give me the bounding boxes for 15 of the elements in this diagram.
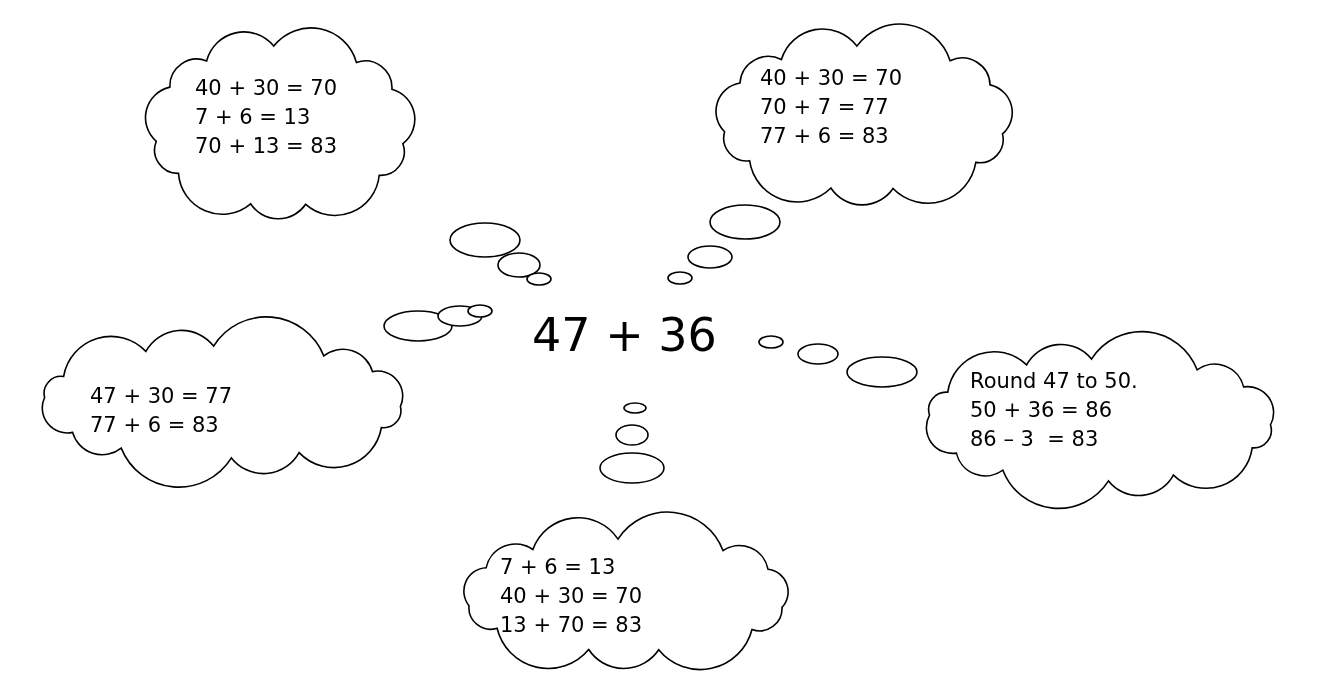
calculation-step: 50 + 36 = 86 [970, 396, 1138, 425]
calculation-step: 77 + 6 = 83 [760, 122, 903, 151]
calculation-step: 70 + 13 = 83 [195, 132, 338, 161]
calculation-step: 7 + 6 = 13 [500, 553, 643, 582]
calculation-step: 70 + 7 = 77 [760, 93, 903, 122]
calculation-step: Round 47 to 50. [970, 367, 1138, 396]
calculation-step: 86 – 3 = 83 [970, 425, 1138, 454]
calculation-step: 40 + 30 = 70 [500, 582, 643, 611]
calculation-step: 77 + 6 = 83 [90, 411, 233, 440]
calculation-step: 40 + 30 = 70 [195, 74, 338, 103]
problem-expression: 47 + 36 [532, 307, 717, 364]
calculation-step: 13 + 70 = 83 [500, 611, 643, 640]
calculation-step: 40 + 30 = 70 [760, 64, 903, 93]
calculation-step: 7 + 6 = 13 [195, 103, 338, 132]
calculation-step: 47 + 30 = 77 [90, 382, 233, 411]
